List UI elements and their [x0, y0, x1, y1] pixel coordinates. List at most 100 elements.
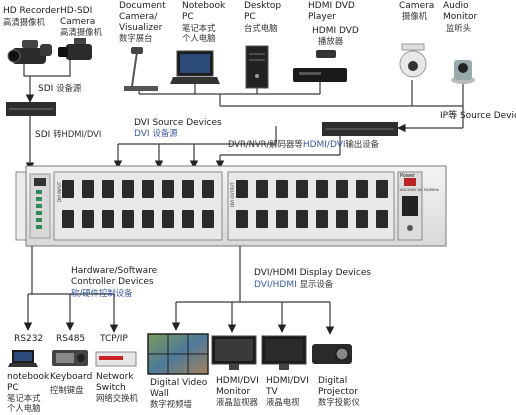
dvi-source-label: DVI Source Devices [134, 118, 222, 128]
hdsdi-label-1: HD-SDI [60, 6, 93, 16]
tv-label-1: HDMI/DVI [266, 376, 309, 386]
output-port [296, 180, 308, 198]
video-wall-icon [147, 333, 209, 375]
desktop-label-1: Desktop [244, 1, 282, 11]
hw-sw-label-2: Controller Devices [71, 277, 154, 287]
dvr-nvr-box [322, 122, 398, 136]
sdi-converter-label: SDI 转HDMI/DVI [35, 129, 102, 140]
dvr-label: DVR/NVR/解码器等HDMI/DVI输出设备 [228, 139, 380, 150]
input-port [202, 210, 214, 228]
voltage-label: 100-240V AC 50/60Hz [399, 188, 439, 192]
projector-icon [312, 344, 352, 364]
network-switch-label-1: Network [96, 372, 134, 382]
hd-recorder-icon [7, 40, 52, 64]
matrix-switcher [15, 165, 447, 247]
monitor-cn: 液晶监视器 [216, 397, 258, 407]
document-camera-icon [124, 47, 158, 91]
hdsdi-label-2: Camera [60, 17, 96, 27]
rs232-notebook-icon [8, 350, 38, 367]
output-port [256, 210, 268, 228]
output-port [356, 180, 368, 198]
monitor-label-2: Monitor [216, 387, 251, 397]
dvd-player-icon [293, 50, 347, 82]
doc-camera-cn: 数字展台 [119, 33, 153, 43]
hw-sw-cn: 软/硬件控制设备 [71, 288, 133, 298]
output-port [316, 180, 328, 198]
dvi-input-label: DVI INPUT [57, 181, 62, 202]
tv-icon [261, 335, 307, 370]
network-switch-icon [95, 351, 137, 367]
audio-cn: 监听头 [446, 23, 472, 33]
input-port [82, 180, 94, 198]
hd-recorder-cn: 高清摄像机 [3, 17, 45, 27]
audio-monitor-icon [451, 60, 475, 84]
hd-recorder-label: HD Recorder [3, 6, 60, 16]
doc-camera-label-2: Camera/ [119, 12, 158, 22]
input-port [142, 180, 154, 198]
output-port [376, 210, 388, 228]
dvd-label-1: HDMI DVD [308, 1, 355, 11]
status-led-column [36, 190, 42, 229]
desktop-cn: 台式电脑 [244, 23, 278, 33]
video-wall-label-1: Digital Video [150, 378, 208, 388]
output-port [376, 180, 388, 198]
network-switch-label-2: Switch [96, 383, 126, 393]
input-port [182, 180, 194, 198]
projector-cn: 数字投影仪 [318, 397, 360, 407]
notebook-pc-label-1: notebook [7, 372, 50, 382]
dvi-output-label: DVI OUTPUT [230, 182, 235, 208]
output-port [276, 180, 288, 198]
input-port [142, 210, 154, 228]
display-label-1: DVI/HDMI Display Devices [254, 268, 372, 278]
monitor-label-1: HDMI/DVI [216, 376, 259, 386]
keyboard-icon [52, 350, 88, 366]
hdsdi-cn: 高清摄像机 [60, 27, 102, 37]
input-port [122, 180, 134, 198]
camera-cn: 摄像机 [402, 11, 428, 21]
source-connection-lines [23, 60, 464, 171]
input-port [62, 210, 74, 228]
tv-label-2: TV [266, 387, 278, 397]
dvd-cn: 播放器 [318, 36, 344, 46]
rs232-label: RS232 [14, 334, 44, 344]
output-port [356, 210, 368, 228]
notebook-label-2: PC [182, 12, 194, 22]
video-wall-cn: 数字视频墙 [150, 399, 192, 409]
output-connection-lines [23, 246, 335, 335]
output-port [316, 210, 328, 228]
rs485-label: RS485 [56, 334, 86, 344]
desktop-icon [245, 45, 269, 89]
input-port [102, 180, 114, 198]
notebook-pc-cn-2: 个人电脑 [7, 403, 41, 413]
notebook-cn-1: 笔记本式 [182, 23, 216, 33]
doc-camera-label-3: Visualizer [119, 23, 163, 33]
output-port [276, 210, 288, 228]
input-port [82, 210, 94, 228]
notebook-cn-2: 个人电脑 [182, 33, 216, 43]
dvd-label-2: Player [308, 12, 337, 22]
camera-label: Camera [399, 1, 435, 11]
camera-icon [399, 43, 427, 78]
audio-label-1: Audio [443, 1, 469, 11]
notebook-icon [170, 50, 220, 84]
video-wall-label-2: Wall [150, 389, 169, 399]
input-port [162, 180, 174, 198]
sdi-converter-box [6, 102, 56, 116]
output-ports [236, 180, 388, 228]
keyboard-cn: 控制键盘 [50, 385, 84, 395]
output-port [236, 180, 248, 198]
input-ports [62, 180, 214, 228]
monitor-icon [211, 335, 257, 370]
tcpip-label: TCP/IP [100, 334, 128, 344]
projector-label-1: Digital [318, 376, 348, 386]
input-port [162, 210, 174, 228]
tv-cn: 液晶电视 [266, 397, 300, 407]
projector-label-2: Projector [318, 387, 358, 397]
notebook-pc-cn-1: 笔记本式 [7, 393, 41, 403]
sdi-source-label: SDI 设备源 [38, 83, 82, 94]
dvi-source-sub: DVI 设备源 [134, 128, 178, 139]
network-switch-cn: 网络交换机 [96, 393, 138, 403]
input-port [202, 180, 214, 198]
